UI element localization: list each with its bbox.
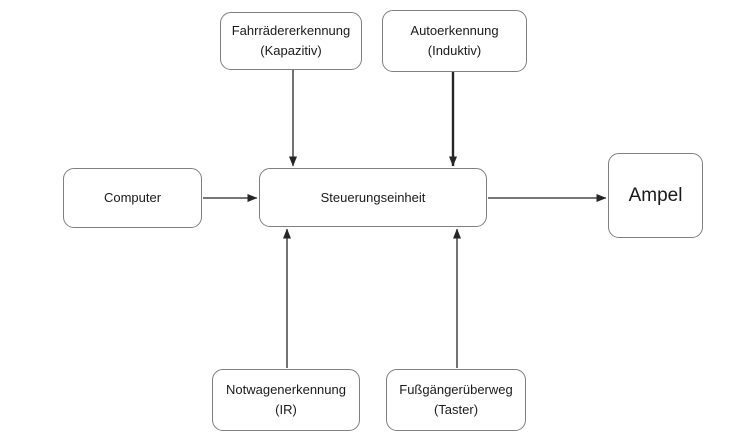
node-computer: Computer	[63, 168, 202, 228]
node-sublabel: (Taster)	[433, 402, 479, 417]
node-label: Steuerungseinheit	[320, 189, 426, 205]
node-notwagenerkennung: Notwagenerkennung (IR)	[212, 369, 360, 431]
node-fahrraedererkennung: Fahrrädererkennung (Kapazitiv)	[220, 12, 362, 70]
node-fussgaengerueberweg: Fußgängerüberweg (Taster)	[386, 369, 526, 431]
node-steuerungseinheit: Steuerungseinheit	[259, 168, 487, 227]
node-label: Computer	[103, 190, 162, 205]
node-label: Autoerkennung	[410, 23, 499, 38]
node-label: Notwagenerkennung	[226, 382, 346, 397]
node-label: Fußgängerüberweg	[399, 382, 513, 397]
node-label: Fahrrädererkennung	[231, 23, 351, 38]
node-autoerkennung: Autoerkennung (Induktiv)	[382, 10, 527, 72]
node-sublabel: (IR)	[275, 402, 297, 417]
node-sublabel: (Kapazitiv)	[260, 43, 322, 58]
node-ampel: Ampel	[608, 153, 703, 238]
node-label: Ampel	[628, 184, 683, 206]
node-sublabel: (Induktiv)	[427, 43, 482, 58]
